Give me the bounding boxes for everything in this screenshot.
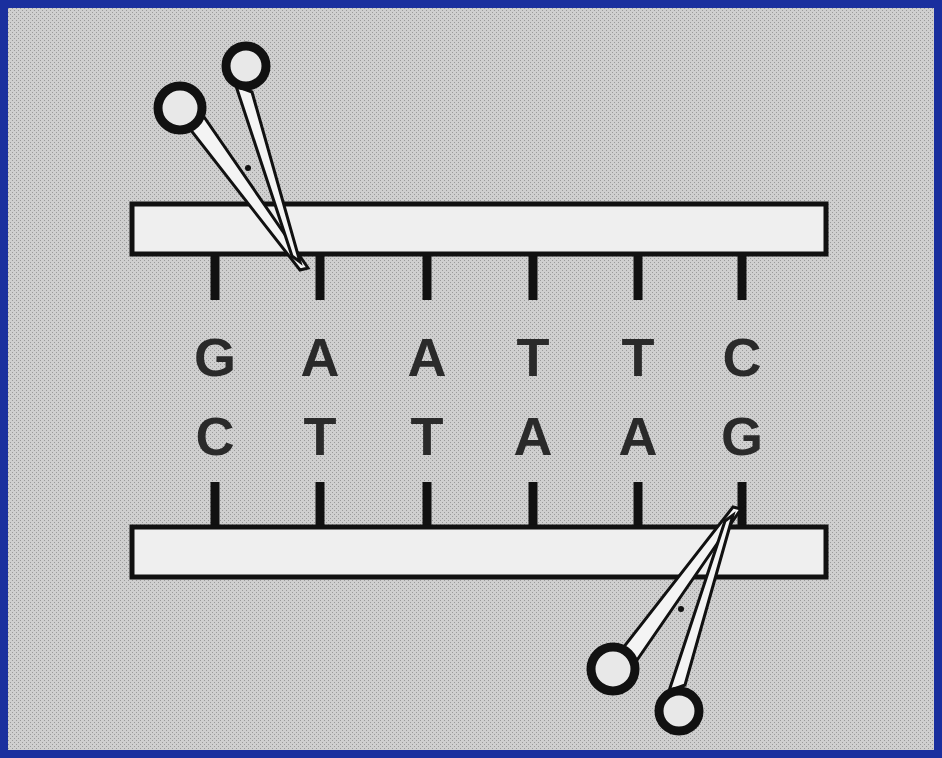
base-letter: C bbox=[196, 409, 235, 463]
base-letter: A bbox=[408, 330, 447, 384]
base-letter: T bbox=[622, 330, 655, 384]
base-letter: A bbox=[514, 409, 553, 463]
base-letter: G bbox=[194, 330, 236, 384]
base-letter: T bbox=[517, 330, 550, 384]
base-letter: T bbox=[411, 409, 444, 463]
top-backbone bbox=[132, 204, 826, 254]
background bbox=[8, 8, 934, 750]
top-scissors bbox=[158, 46, 308, 270]
base-letter: C bbox=[723, 330, 762, 384]
base-letter: A bbox=[301, 330, 340, 384]
base-letter: A bbox=[619, 409, 658, 463]
base-letter: T bbox=[304, 409, 337, 463]
base-rungs bbox=[215, 255, 742, 525]
base-letter: G bbox=[721, 409, 763, 463]
bottom-scissors bbox=[591, 507, 741, 731]
